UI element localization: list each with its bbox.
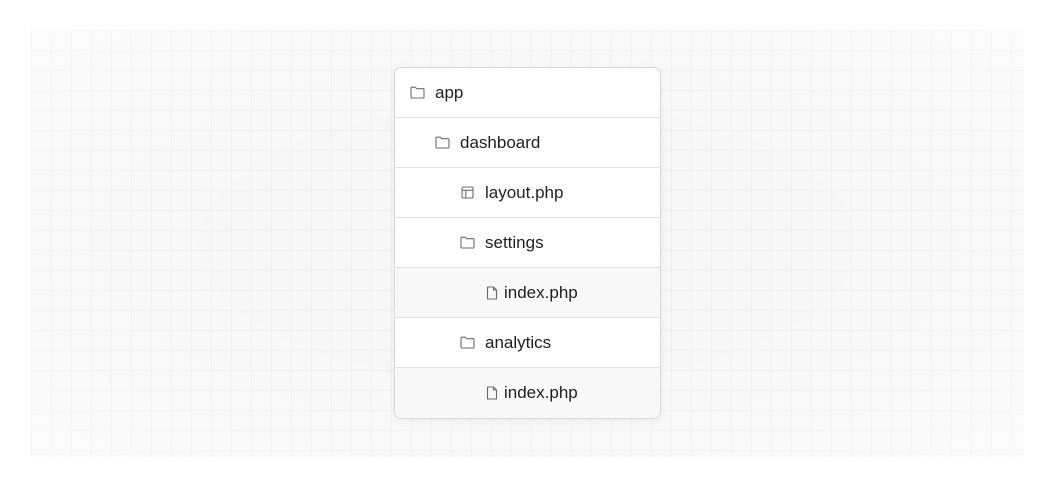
folder-icon [459, 235, 475, 251]
tree-item-label: index.php [504, 282, 578, 302]
tree-item-label: analytics [485, 332, 552, 352]
tree-item-dashboard[interactable]: dashboard [395, 118, 660, 168]
folder-icon [409, 85, 425, 101]
tree-item-label: app [435, 82, 464, 102]
tree-item-settings-index-php[interactable]: index.php [395, 268, 660, 318]
folder-icon [434, 135, 450, 151]
tree-item-layout-php[interactable]: layout.php [395, 168, 660, 218]
tree-item-label: index.php [504, 383, 578, 402]
file-icon [484, 285, 500, 301]
tree-item-label: layout.php [485, 182, 564, 202]
tree-item-label: dashboard [460, 132, 541, 152]
grid-canvas: app dashboard layout.php settings index. [31, 30, 1024, 457]
tree-item-label: settings [485, 232, 544, 252]
tree-item-app[interactable]: app [395, 68, 660, 118]
layout-icon [459, 185, 475, 201]
folder-icon [459, 335, 475, 351]
file-icon [484, 385, 500, 401]
tree-item-settings[interactable]: settings [395, 218, 660, 268]
file-tree: app dashboard layout.php settings index. [394, 67, 661, 419]
tree-item-analytics-index-php[interactable]: index.php [395, 368, 660, 418]
tree-item-analytics[interactable]: analytics [395, 318, 660, 368]
